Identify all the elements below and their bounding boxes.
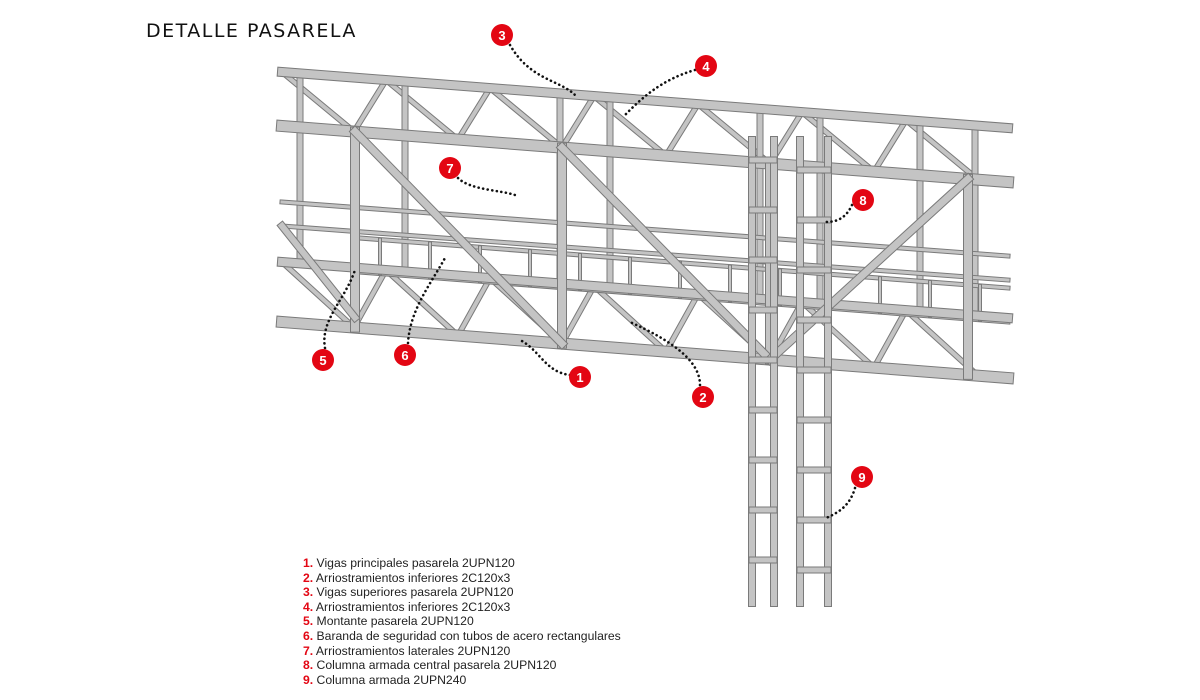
callout-marker-4: 4	[695, 55, 717, 77]
legend-number: 3.	[303, 585, 314, 600]
callout-marker-9: 9	[851, 466, 873, 488]
top-bracing	[589, 91, 671, 160]
leader-line	[628, 320, 702, 387]
svg-text:2: 2	[699, 390, 706, 405]
leader-line	[823, 203, 854, 224]
bottom-back-chord	[276, 256, 1014, 324]
legend-text: Vigas superiores pasarela 2UPN120	[313, 585, 514, 600]
legend-text: Arriostramientos inferiores 2C120x3	[313, 570, 511, 585]
side-diagonal	[348, 125, 569, 350]
legend-item: 2. Arriostramientos inferiores 2C120x3	[303, 571, 621, 586]
leader-line	[518, 338, 572, 377]
top-front-chord	[275, 119, 1015, 189]
legend-text: Columna armada central pasarela 2UPN120	[313, 658, 557, 673]
legend-number: 7.	[303, 643, 314, 658]
steel-structure	[275, 66, 1015, 607]
leader-line	[456, 176, 517, 197]
legend-item: 6. Baranda de seguridad con tubos de ace…	[303, 629, 621, 644]
legend-text: Montante pasarela 2UPN120	[313, 614, 474, 629]
leader-line	[323, 268, 357, 350]
top-back-chord	[276, 66, 1014, 134]
top-bracing	[485, 83, 567, 152]
top-bracing	[557, 91, 599, 152]
bottom-bracing	[557, 281, 599, 348]
legend-text: Arriostramientos laterales 2UPN120	[313, 643, 511, 658]
legend-number: 2.	[303, 570, 314, 585]
callout-marker-6: 6	[394, 344, 416, 366]
bottom-bracing	[381, 265, 463, 340]
bottom-bracing	[277, 257, 359, 332]
legend-item: 4. Arriostramientos inferiores 2C120x3	[303, 600, 621, 615]
bottom-front-chord	[275, 315, 1015, 385]
top-bracing	[797, 107, 879, 176]
bottom-bracing	[661, 290, 703, 356]
top-bracing	[869, 116, 911, 176]
legend-text: Columna armada 2UPN240	[313, 672, 467, 687]
diagram-title: DETALLE PASARELA	[146, 20, 357, 42]
svg-text:3: 3	[498, 28, 505, 43]
callout-marker-3: 3	[491, 24, 513, 46]
legend-number: 9.	[303, 672, 314, 687]
leader-line	[824, 486, 857, 520]
legend-number: 1.	[303, 556, 314, 570]
legend-text: Vigas principales pasarela 2UPN120	[313, 556, 515, 570]
callout-marker-5: 5	[312, 349, 334, 371]
top-bracing	[661, 99, 703, 160]
legend-item: 5. Montante pasarela 2UPN120	[303, 614, 621, 629]
bottom-bracing	[589, 281, 671, 356]
leader-line	[508, 43, 577, 97]
callout-marker-8: 8	[852, 189, 874, 211]
callout-marker-2: 2	[692, 386, 714, 408]
callout-marker-7: 7	[439, 157, 461, 179]
top-bracing	[349, 75, 391, 136]
callout-leaders	[323, 43, 857, 520]
legend-item: 9. Columna armada 2UPN240	[303, 673, 621, 688]
handrail	[279, 223, 1011, 283]
svg-text:5: 5	[319, 353, 326, 368]
legend-item: 7. Arriostramientos laterales 2UPN120	[303, 644, 621, 659]
top-bracing	[277, 67, 359, 136]
bottom-bracing	[797, 297, 879, 372]
legend-item: 8. Columna armada central pasarela 2UPN1…	[303, 658, 621, 673]
svg-text:1: 1	[576, 370, 583, 385]
callout-markers: 1 2 3 4 5 6 7 8 9	[312, 24, 874, 488]
legend-number: 5.	[303, 614, 314, 629]
svg-text:4: 4	[702, 59, 710, 74]
bottom-bracing	[453, 273, 495, 340]
top-bracing	[381, 75, 463, 144]
leader-line	[406, 256, 447, 345]
legend-item: 3. Vigas superiores pasarela 2UPN120	[303, 585, 621, 600]
bottom-bracing	[869, 306, 911, 372]
svg-text:8: 8	[859, 193, 866, 208]
legend-text: Baranda de seguridad con tubos de acero …	[313, 628, 621, 643]
legend-number: 6.	[303, 628, 314, 643]
svg-text:6: 6	[401, 348, 408, 363]
legend-text: Arriostramientos inferiores 2C120x3	[313, 599, 511, 614]
svg-text:9: 9	[858, 470, 865, 485]
callout-marker-1: 1	[569, 366, 591, 388]
svg-text:7: 7	[446, 161, 453, 176]
legend-number: 8.	[303, 658, 314, 673]
leader-line	[623, 68, 697, 117]
side-diagonal	[276, 220, 361, 324]
legend-number: 4.	[303, 599, 314, 614]
side-diagonal	[555, 141, 777, 367]
legend-item: 1. Vigas principales pasarela 2UPN120	[303, 556, 621, 571]
top-bracing	[453, 83, 495, 144]
